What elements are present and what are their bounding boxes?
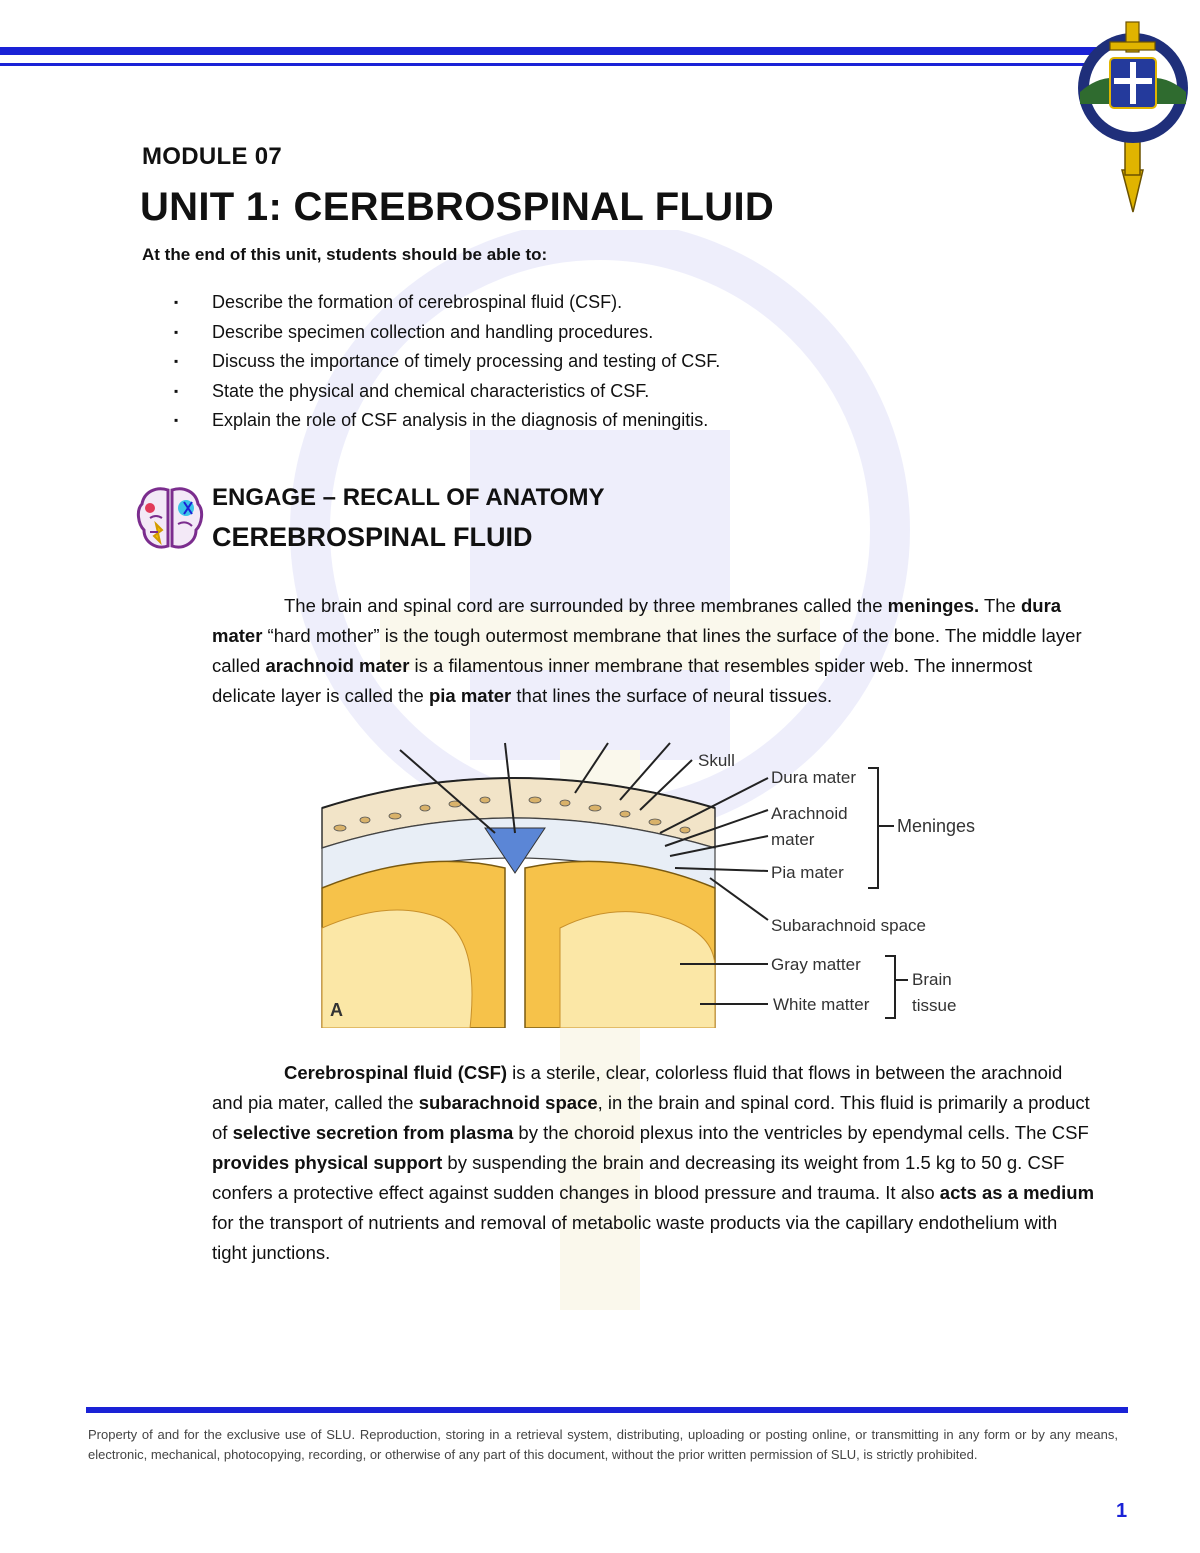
paragraph-text: for the transport of nutrients and remov… (212, 1212, 1058, 1263)
unit-title: UNIT 1: CEREBROSPINAL FLUID (140, 185, 775, 229)
label-arachnoid-2: mater (771, 830, 815, 849)
paragraph-text: is a filamentous inner membrane that res… (212, 655, 1033, 706)
bold-term: meninges. (887, 595, 980, 616)
bold-term: arachnoid mater (265, 655, 410, 676)
paragraph-text: “hard mother” is the tough outermost mem… (212, 625, 1082, 676)
paragraph-text: that lines the surface of neural tissues… (511, 685, 833, 706)
engage-title: ENGAGE – RECALL OF ANATOMY (212, 484, 605, 511)
label-tissue: tissue (912, 996, 957, 1015)
label-skull: Skull (698, 751, 735, 770)
header-rule-thin (0, 63, 1100, 66)
bold-term: Cerebrospinal fluid (CSF) (284, 1062, 508, 1083)
label-pia-mater: Pia mater (771, 863, 844, 882)
label-brain: Brain (912, 970, 952, 989)
objective-item: Explain the role of CSF analysis in the … (170, 406, 720, 436)
copyright-notice: Property of and for the exclusive use of… (88, 1427, 1118, 1462)
label-dura-mater: Dura mater (771, 768, 857, 787)
bold-term: subarachnoid space (418, 1092, 598, 1113)
paragraph-text: The brain and spinal cord are surrounded… (284, 595, 888, 616)
objectives-list: Describe the formation of cerebrospinal … (170, 288, 720, 436)
header-rule-thick (0, 47, 1100, 55)
label-meninges: Meninges (897, 816, 976, 836)
csf-paragraph: Cerebrospinal fluid (CSF) is a sterile, … (212, 1058, 1096, 1268)
paragraph-text: is a sterile, clear, colorless fluid tha… (212, 1062, 1063, 1113)
meninges-illustration (321, 742, 908, 1028)
objective-item: Describe specimen collection and handlin… (170, 318, 720, 348)
bold-term: pia mater (428, 685, 512, 706)
label-white-matter: White matter (773, 995, 870, 1014)
paragraph-text: by suspending the brain and decreasing i… (212, 1152, 1065, 1203)
objective-item: State the physical and chemical characte… (170, 377, 720, 407)
paragraph-text: The (979, 595, 1021, 616)
objectives-lead: At the end of this unit, students should… (142, 245, 548, 264)
bold-term: provides physical support (212, 1152, 443, 1173)
label-arachnoid-1: Arachnoid (771, 804, 848, 823)
module-label: MODULE 07 (142, 143, 283, 170)
bold-term: dura mater (212, 595, 1062, 646)
panel-label: A (330, 1000, 343, 1020)
bold-term: acts as a medium (939, 1182, 1095, 1203)
label-gray-matter: Gray matter (771, 955, 861, 974)
label-subarachnoid-space: Subarachnoid space (771, 916, 927, 935)
objective-item: Describe the formation of cerebrospinal … (170, 288, 720, 318)
paragraph-text: , in the brain and spinal cord. This flu… (212, 1092, 1090, 1143)
university-seal-logo (1078, 21, 1188, 213)
footer-rule (86, 1407, 1128, 1413)
page-number: 1 (1116, 1500, 1128, 1522)
section-heading: CEREBROSPINAL FLUID (212, 522, 533, 552)
objective-item: Discuss the importance of timely process… (170, 347, 720, 377)
bold-term: selective secretion from plasma (232, 1122, 514, 1143)
paragraph-text: by the choroid plexus into the ventricle… (513, 1122, 1089, 1143)
meninges-paragraph: The brain and spinal cord are surrounded… (212, 591, 1096, 711)
brain-icon (136, 487, 204, 549)
meninges-diagram: Skull Dura mater Arachnoid mater Pia mat… (320, 738, 990, 1028)
